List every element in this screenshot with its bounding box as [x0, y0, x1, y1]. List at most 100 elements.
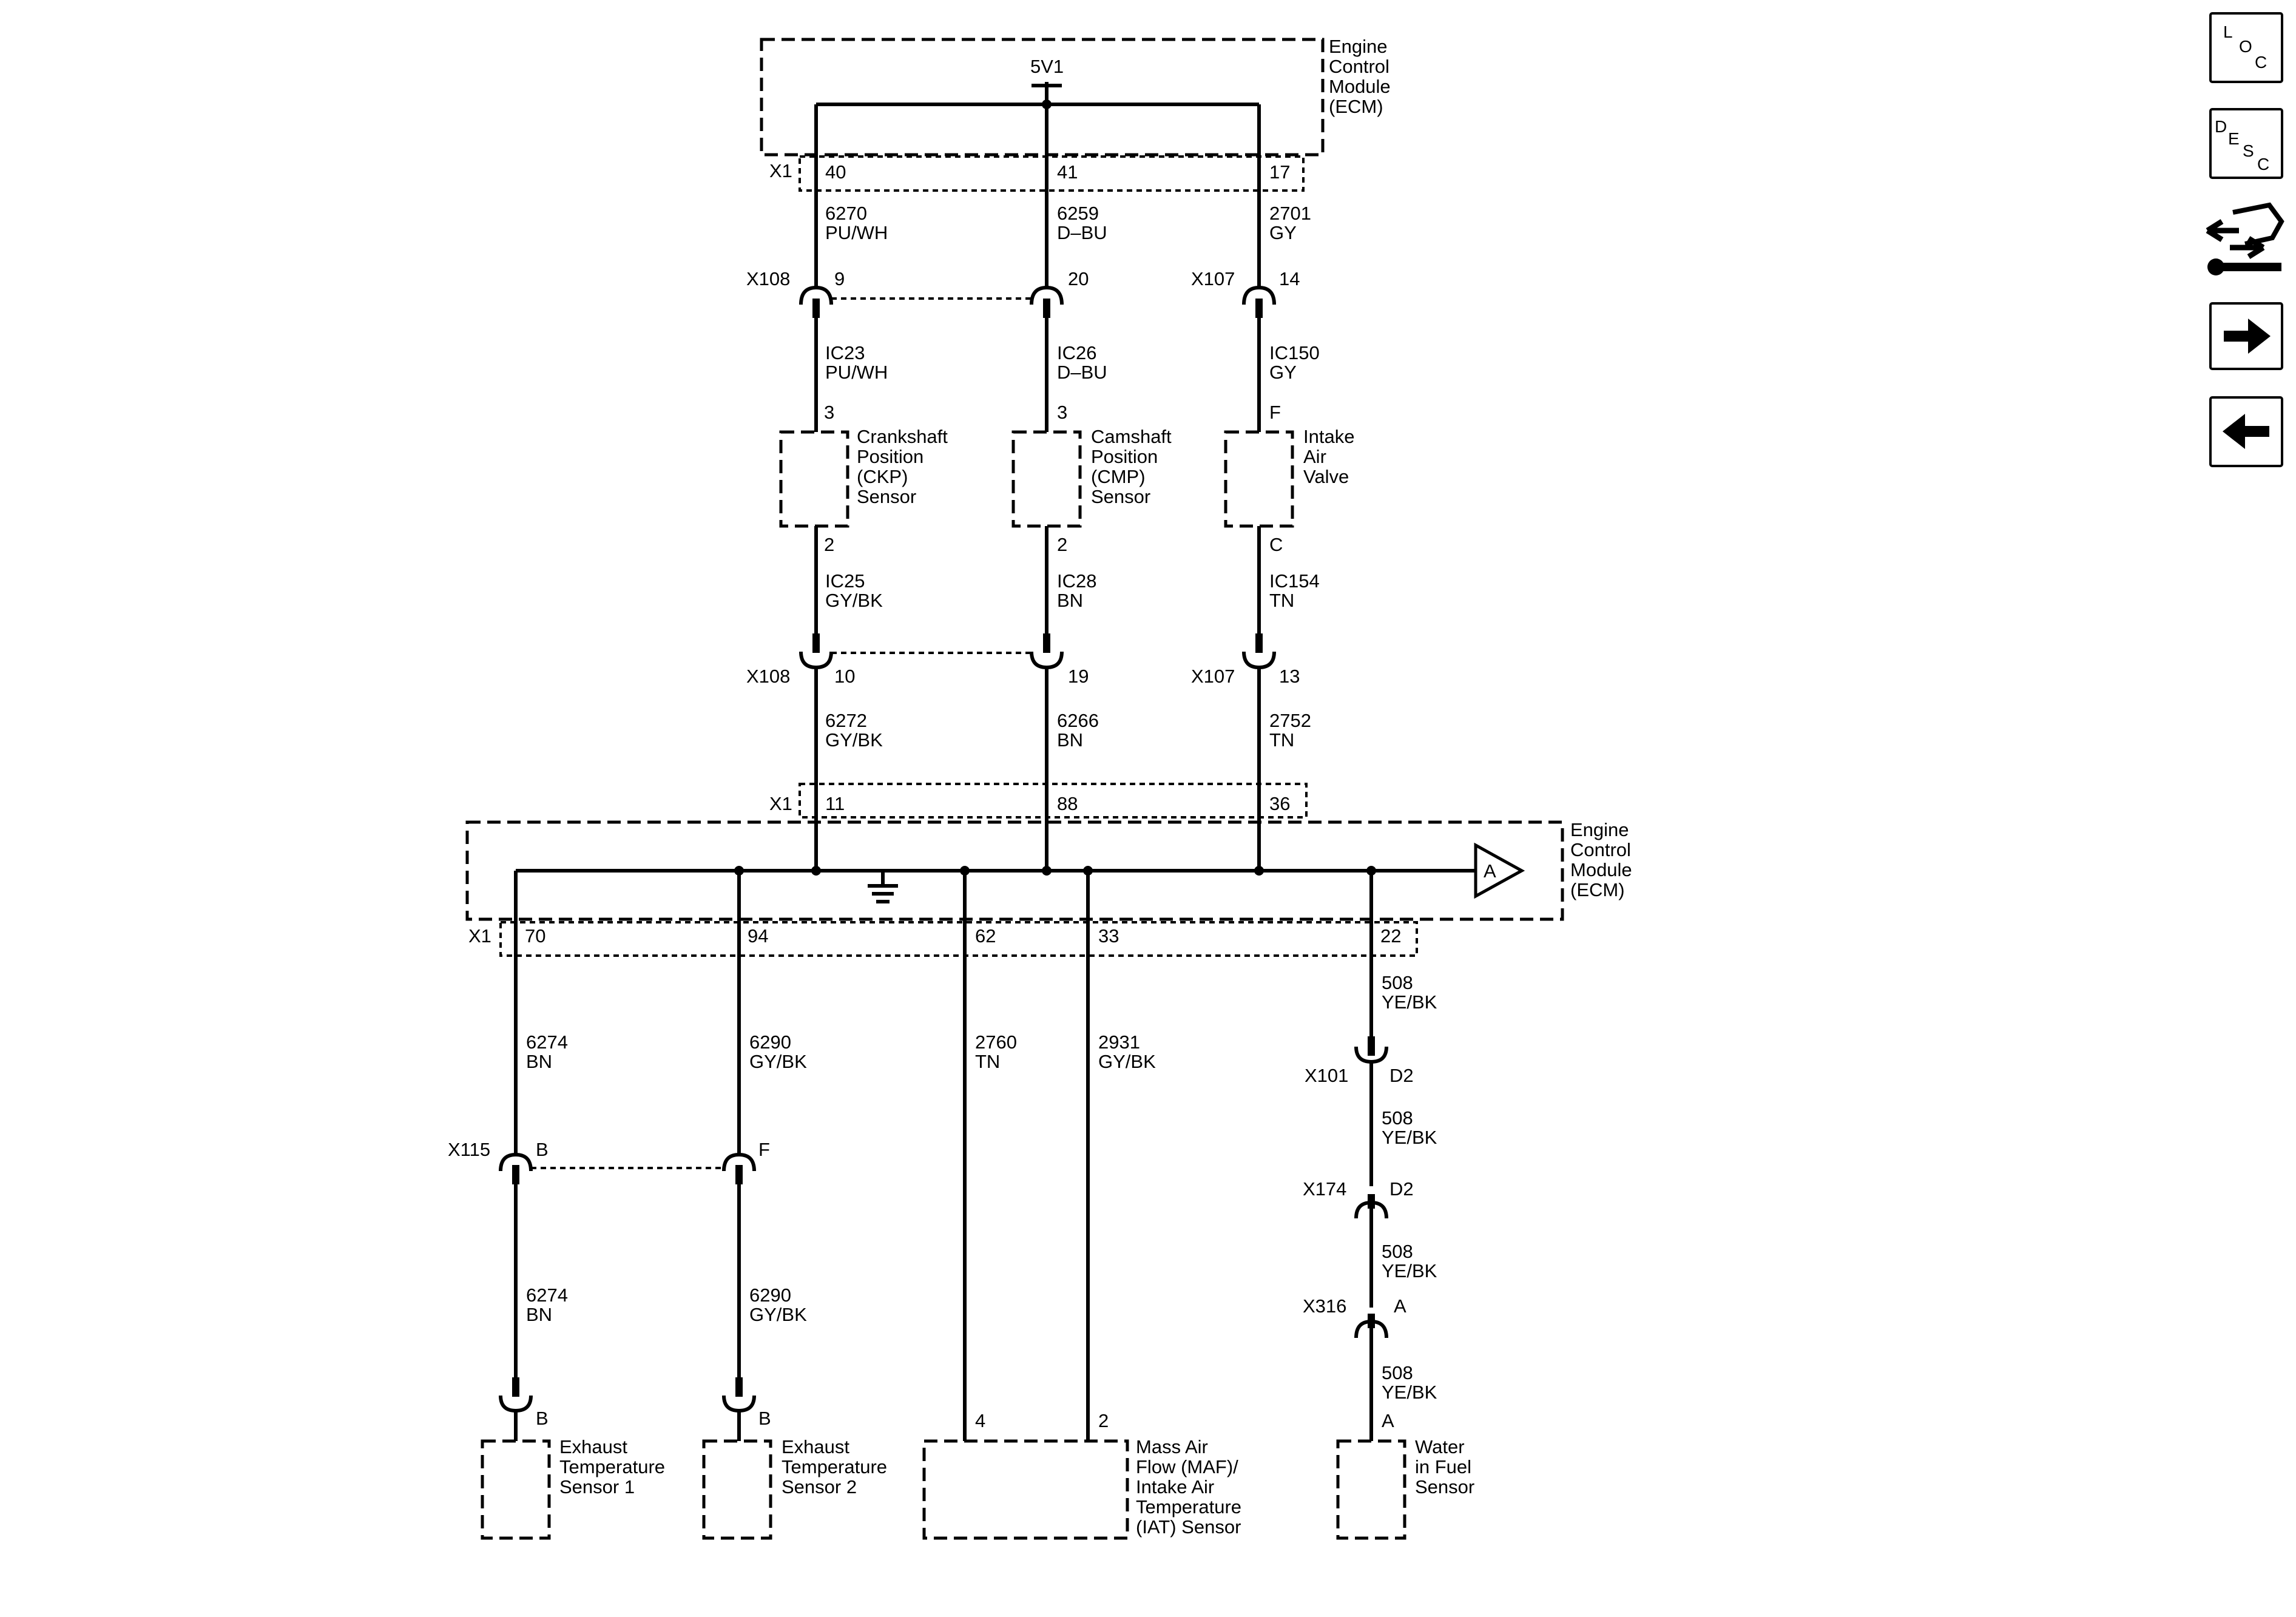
svg-text:F: F — [758, 1139, 770, 1160]
svg-text:IC150: IC150 — [1269, 342, 1320, 363]
svg-text:Water: Water — [1415, 1436, 1465, 1457]
connector-tool-icon[interactable] — [2206, 202, 2284, 275]
exhaust-sensor-2-connector: B — [722, 1377, 771, 1441]
wire-label-2701: 2701 GY — [1269, 203, 1311, 243]
desc-button[interactable]: D E S C — [2209, 108, 2283, 179]
svg-text:Sensor 2: Sensor 2 — [782, 1476, 857, 1497]
svg-text:11: 11 — [825, 793, 845, 814]
svg-text:19: 19 — [1068, 666, 1089, 687]
water-in-fuel-sensor: A Water in Fuel Sensor — [1336, 1410, 1474, 1540]
svg-text:S: S — [2243, 141, 2254, 160]
inline-connector-x174: X174 D2 — [1303, 1178, 1414, 1219]
svg-text:Sensor 1: Sensor 1 — [559, 1476, 635, 1497]
svg-text:IC25: IC25 — [825, 570, 865, 592]
svg-text:IC23: IC23 — [825, 342, 865, 363]
inline-connector-x316: X316 A — [1303, 1295, 1406, 1338]
svg-text:B: B — [536, 1139, 549, 1160]
wire-label-6270: 6270 PU/WH — [825, 203, 888, 243]
svg-text:in Fuel: in Fuel — [1415, 1456, 1471, 1477]
wire-label-6274-upper: 6274 BN — [526, 1031, 568, 1072]
wif-wire-label-4: 508 YE/BK — [1382, 1362, 1437, 1403]
svg-text:Engine: Engine — [1570, 819, 1629, 840]
svg-text:508: 508 — [1382, 972, 1413, 993]
svg-text:36: 36 — [1269, 793, 1290, 814]
wif-wire-label-3: 508 YE/BK — [1382, 1241, 1437, 1281]
svg-text:2: 2 — [1098, 1410, 1109, 1431]
svg-text:(CKP): (CKP) — [857, 466, 908, 487]
wire-label-2931: 2931 GY/BK — [1098, 1031, 1156, 1072]
connector-x1-bottom: X1 70 94 62 33 22 — [468, 921, 1418, 957]
svg-text:Temperature: Temperature — [559, 1456, 665, 1477]
svg-text:IC28: IC28 — [1057, 570, 1096, 592]
svg-text:70: 70 — [525, 925, 545, 947]
ecm-top-module: Engine Control Module (ECM) 5V1 — [760, 36, 1391, 157]
svg-text:88: 88 — [1057, 793, 1078, 814]
svg-text:Position: Position — [1091, 446, 1158, 467]
svg-text:Sensor: Sensor — [1091, 486, 1150, 507]
svg-text:E: E — [2228, 129, 2240, 148]
wire-label-2760: 2760 TN — [975, 1031, 1017, 1072]
connector-x1-top: X1 40 41 17 — [769, 155, 1305, 192]
svg-text:Flow (MAF)/: Flow (MAF)/ — [1136, 1456, 1238, 1477]
wire-label-ic23: IC23 PU/WH — [825, 342, 888, 383]
svg-text:C: C — [1269, 534, 1283, 555]
svg-text:PU/WH: PU/WH — [825, 222, 888, 243]
loc-button[interactable]: L O C — [2209, 12, 2283, 83]
svg-text:508: 508 — [1382, 1241, 1413, 1262]
svg-text:94: 94 — [748, 925, 768, 947]
svg-text:(CMP): (CMP) — [1091, 466, 1146, 487]
inline-connector-x108-pin19: 19 — [1030, 633, 1089, 687]
arrow-right-icon[interactable] — [2209, 302, 2283, 370]
svg-text:YE/BK: YE/BK — [1382, 991, 1437, 1013]
inline-connector-x107-top: X107 14 — [1191, 268, 1300, 318]
svg-text:TN: TN — [975, 1051, 1000, 1072]
arrow-left-icon[interactable] — [2209, 396, 2283, 467]
maf-iat-sensor: 4 2 Mass Air Flow (MAF)/ Intake Air Temp… — [922, 1410, 1241, 1540]
svg-text:BN: BN — [526, 1051, 552, 1072]
connector-x1-mid: X1 11 88 36 — [769, 783, 1308, 819]
svg-text:C: C — [2257, 155, 2269, 174]
ecm-bottom-module: Engine Control Module (ECM) A — [465, 819, 1632, 921]
wire-label-2752: 2752 TN — [1269, 710, 1311, 751]
svg-text:GY: GY — [1269, 222, 1297, 243]
svg-text:Mass Air: Mass Air — [1136, 1436, 1208, 1457]
ecm-top-label-2: Control — [1329, 56, 1389, 77]
svg-text:X115: X115 — [448, 1139, 490, 1160]
svg-text:D–BU: D–BU — [1057, 362, 1107, 383]
svg-text:13: 13 — [1279, 666, 1300, 687]
svg-text:2931: 2931 — [1098, 1031, 1140, 1053]
svg-text:6274: 6274 — [526, 1284, 568, 1306]
svg-text:2: 2 — [824, 534, 834, 555]
svg-text:Temperature: Temperature — [782, 1456, 887, 1477]
svg-text:X108: X108 — [746, 666, 790, 687]
svg-text:BN: BN — [1057, 729, 1083, 751]
svg-text:A: A — [1484, 860, 1496, 882]
svg-text:X1: X1 — [769, 793, 792, 814]
x1-top-label: X1 — [769, 160, 792, 181]
svg-text:Module: Module — [1570, 859, 1632, 880]
svg-text:22: 22 — [1380, 925, 1401, 947]
svg-text:D: D — [2215, 117, 2227, 136]
svg-text:9: 9 — [834, 268, 845, 289]
pin-40: 40 — [825, 161, 846, 183]
svg-text:Sensor: Sensor — [1415, 1476, 1474, 1497]
wif-wire-label-1: 508 YE/BK — [1382, 972, 1437, 1013]
svg-text:YE/BK: YE/BK — [1382, 1260, 1437, 1281]
svg-text:IC154: IC154 — [1269, 570, 1320, 592]
inline-connector-x108-top: X108 9 — [746, 268, 845, 318]
svg-text:Temperature: Temperature — [1136, 1496, 1241, 1517]
inline-connector-x101: X101 D2 — [1305, 1036, 1414, 1086]
svg-text:4: 4 — [975, 1410, 985, 1431]
wire-label-ic26: IC26 D–BU — [1057, 342, 1107, 383]
wire-label-6272: 6272 GY/BK — [825, 710, 883, 751]
svg-text:YE/BK: YE/BK — [1382, 1127, 1437, 1148]
pin-41: 41 — [1057, 161, 1078, 183]
svg-text:2: 2 — [1057, 534, 1067, 555]
svg-text:PU/WH: PU/WH — [825, 362, 888, 383]
svg-text:L: L — [2223, 22, 2233, 41]
svg-text:GY: GY — [1269, 362, 1297, 383]
svg-text:YE/BK: YE/BK — [1382, 1382, 1437, 1403]
svg-text:B: B — [758, 1408, 771, 1429]
svg-text:X108: X108 — [746, 268, 790, 289]
inline-connector-x108-pin20: 20 — [1030, 268, 1089, 318]
